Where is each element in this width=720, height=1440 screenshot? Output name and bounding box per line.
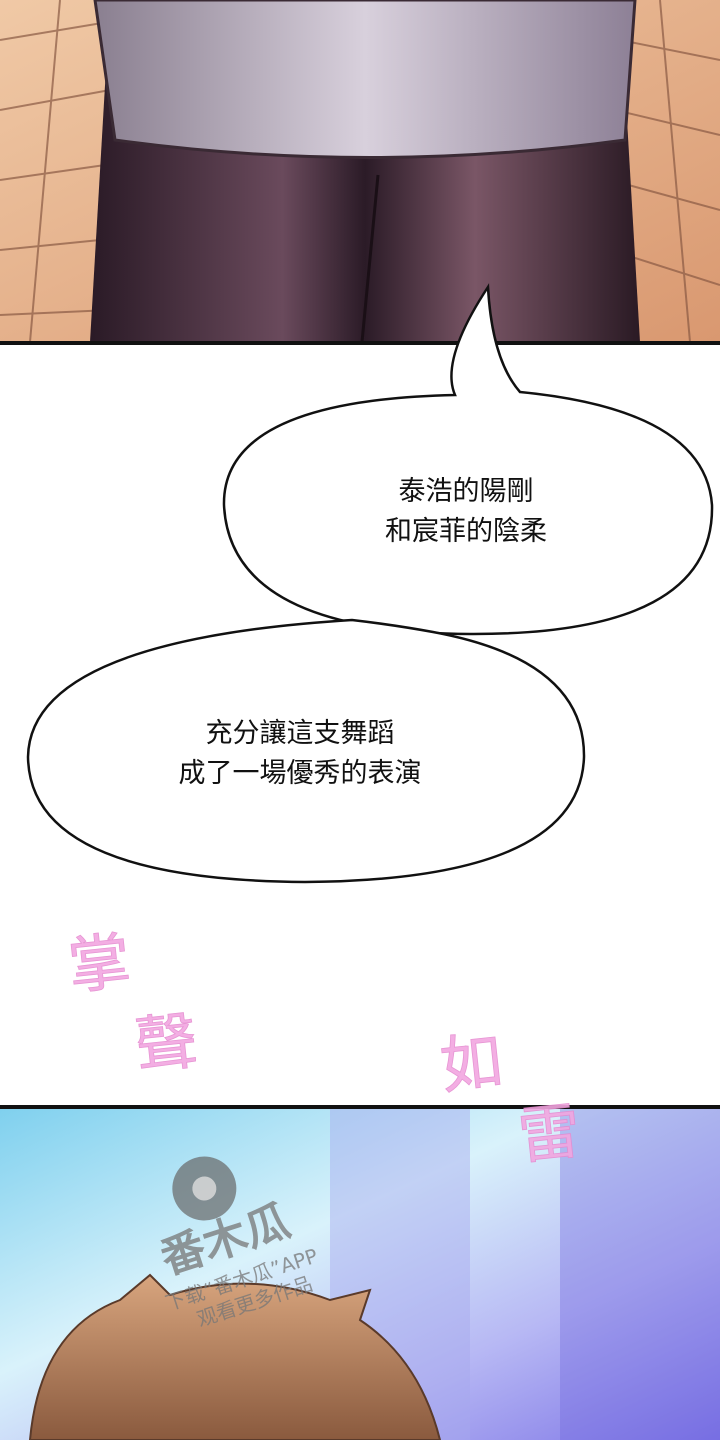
panel-bottom (0, 1108, 720, 1440)
sfx-char-3: 如 (437, 1024, 506, 1103)
speech-bubble-1: 泰浩的陽剛 和宸菲的陰柔 (222, 283, 714, 636)
sfx-char-1: 掌 (65, 924, 134, 1003)
panel-border (0, 1105, 720, 1109)
panel-top (0, 0, 720, 343)
bubble-2-line-2: 成了一場優秀的表演 (179, 758, 422, 789)
sfx-char-4: 雷 (515, 1094, 584, 1173)
sfx-char-2: 聲 (132, 1004, 201, 1083)
sound-effect: 掌 聲 如 雷 (64, 924, 584, 1174)
bubble-2-line-1: 充分讓這支舞蹈 (206, 718, 395, 749)
panel-border (0, 341, 720, 345)
character-hair (28, 1273, 442, 1440)
bubble-1-line-2: 和宸菲的陰柔 (385, 516, 547, 547)
speech-bubble-2: 充分讓這支舞蹈 成了一場優秀的表演 (26, 618, 586, 884)
skirt (93, 0, 637, 159)
bubble-1-line-1: 泰浩的陽剛 (399, 476, 534, 507)
